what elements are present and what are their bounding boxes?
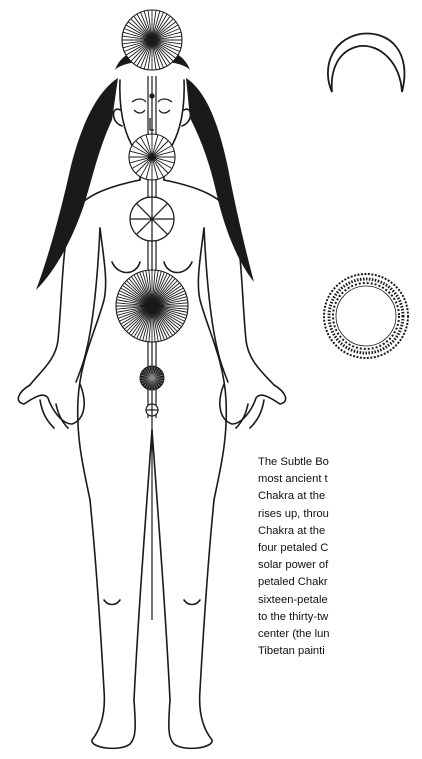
crescent-moon-symbol <box>328 34 405 92</box>
caption-line: center (the lun <box>258 626 422 643</box>
root-chakra <box>146 404 158 416</box>
sun-ring-symbol <box>324 274 408 358</box>
heart-chakra <box>130 197 174 241</box>
caption-line: rises up, throu <box>258 506 422 523</box>
navel-chakra <box>110 264 193 347</box>
caption-line: four petaled C <box>258 540 422 557</box>
caption-line: sixteen-petale <box>258 592 422 609</box>
caption-line: petaled Chakr <box>258 574 422 591</box>
crown-chakra <box>118 6 185 73</box>
caption-line: to the thirty-tw <box>258 609 422 626</box>
throat-chakra <box>129 134 175 180</box>
caption-line: solar power of <box>258 557 422 574</box>
caption-line: Tibetan painti <box>258 643 422 660</box>
secret-chakra <box>140 366 164 390</box>
caption-text: The Subtle Bo most ancient t Chakra at t… <box>258 454 422 660</box>
caption-line: Chakra at the <box>258 523 422 540</box>
caption-line: most ancient t <box>258 471 422 488</box>
caption-line: Chakra at the <box>258 488 422 505</box>
caption-line: The Subtle Bo <box>258 454 422 471</box>
